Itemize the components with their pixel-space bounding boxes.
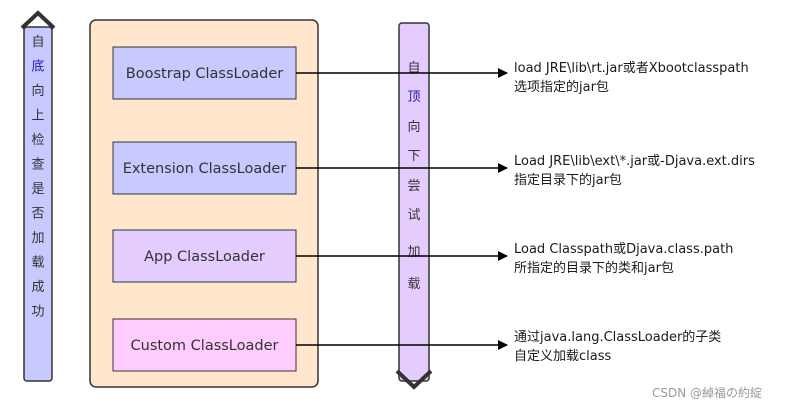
bottom-up-char: 是 — [31, 182, 44, 197]
top-down-char: 尝 — [407, 179, 420, 194]
top-down-char: 载 — [407, 277, 420, 292]
loader-box[interactable] — [112, 46, 297, 100]
top-down-char: 加 — [407, 245, 420, 260]
bottom-up-char: 向 — [31, 83, 44, 99]
loader-group: Boostrap ClassLoader load JRE\lib\rt.jar或… — [112, 46, 749, 100]
top-down-char: 向 — [407, 119, 420, 135]
bottom-up-char: 载 — [31, 256, 44, 271]
bottom-up-char: 底 — [31, 59, 44, 75]
loader-description-line: 指定目录下的jar包 — [514, 172, 622, 188]
loader-box[interactable] — [112, 141, 297, 195]
loader-description-line: 自定义加载class — [514, 349, 611, 364]
classloader-container — [89, 19, 319, 388]
bottom-up-char: 查 — [31, 158, 44, 173]
loader-description-line: Load JRE\lib\ext\*.jar或-Djava.ext.dirs — [514, 154, 755, 169]
bottom-up-char: 成 — [31, 280, 44, 295]
loader-group: App ClassLoader Load Classpath或Djava.clas… — [112, 229, 733, 283]
bottom-up-char: 上 — [31, 109, 44, 124]
bottom-up-char: 否 — [31, 207, 44, 222]
loader-box[interactable] — [112, 229, 297, 283]
loader-description-line: load JRE\lib\rt.jar或者Xbootclasspath — [514, 61, 749, 76]
bottom-up-char: 检 — [31, 133, 44, 148]
loader-description-line: 通过java.lang.ClassLoader的子类 — [514, 329, 721, 345]
top-down-arrow-shaft — [398, 22, 430, 382]
top-down-char: 下 — [407, 149, 420, 164]
bottom-up-char: 功 — [31, 305, 44, 320]
bottom-up-char: 自 — [31, 35, 44, 50]
watermark: CSDN @綽福の約綻 — [652, 385, 762, 400]
top-down-char: 顶 — [407, 90, 420, 105]
up-arrowhead — [20, 10, 56, 30]
loader-description-line: Load Classpath或Djava.class.path — [514, 242, 733, 257]
loader-label: Custom ClassLoader — [131, 338, 279, 354]
loader-label: Boostrap ClassLoader — [126, 66, 283, 82]
loader-box[interactable] — [112, 318, 297, 372]
bottom-up-char: 加 — [31, 231, 44, 246]
loader-group: Extension ClassLoader Load JRE\lib\ext\*.… — [112, 141, 755, 195]
loader-label: Extension ClassLoader — [123, 161, 287, 177]
loader-label: App ClassLoader — [144, 249, 265, 265]
loader-description-line: 所指定的目录下的类和jar包 — [514, 260, 674, 276]
top-down-char: 试 — [407, 208, 420, 223]
down-arrowhead — [395, 369, 433, 390]
bottom-up-arrow-shaft — [23, 26, 53, 382]
loader-group: Custom ClassLoader 通过java.lang.ClassLoade… — [112, 318, 721, 372]
loader-description-line: 选项指定的jar包 — [514, 79, 609, 95]
